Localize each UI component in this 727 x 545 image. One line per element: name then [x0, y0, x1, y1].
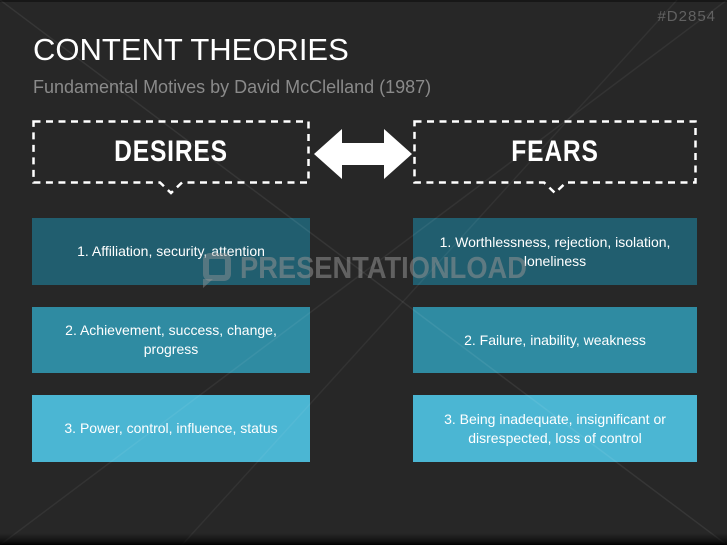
- page-subtitle: Fundamental Motives by David McClelland …: [33, 77, 432, 97]
- double-arrow-icon: [314, 127, 412, 181]
- desires-item-2: 2. Achievement, success, change, progres…: [32, 307, 310, 373]
- product-id: #D2854: [657, 8, 716, 25]
- fears-heading: FEARS: [511, 135, 599, 168]
- fears-item-2: 2. Failure, inability, weakness: [413, 307, 697, 373]
- fears-header-box: FEARS: [413, 120, 697, 195]
- fears-item-3: 3. Being inadequate, insignificant or di…: [413, 395, 697, 462]
- desires-header-box: DESIRES: [32, 120, 310, 195]
- desires-item-1: 1. Affiliation, security, attention: [32, 218, 310, 285]
- dashed-border-callout: [413, 120, 697, 195]
- slide-bottom-edge: [0, 533, 727, 545]
- fears-item-1: 1. Worthlessness, rejection, isolation, …: [413, 218, 697, 285]
- desires-item-3: 3. Power, control, influence, status: [32, 395, 310, 462]
- desires-heading: DESIRES: [114, 135, 228, 168]
- page-title: CONTENT THEORIES: [33, 32, 349, 67]
- slide-top-edge: [0, 0, 727, 2]
